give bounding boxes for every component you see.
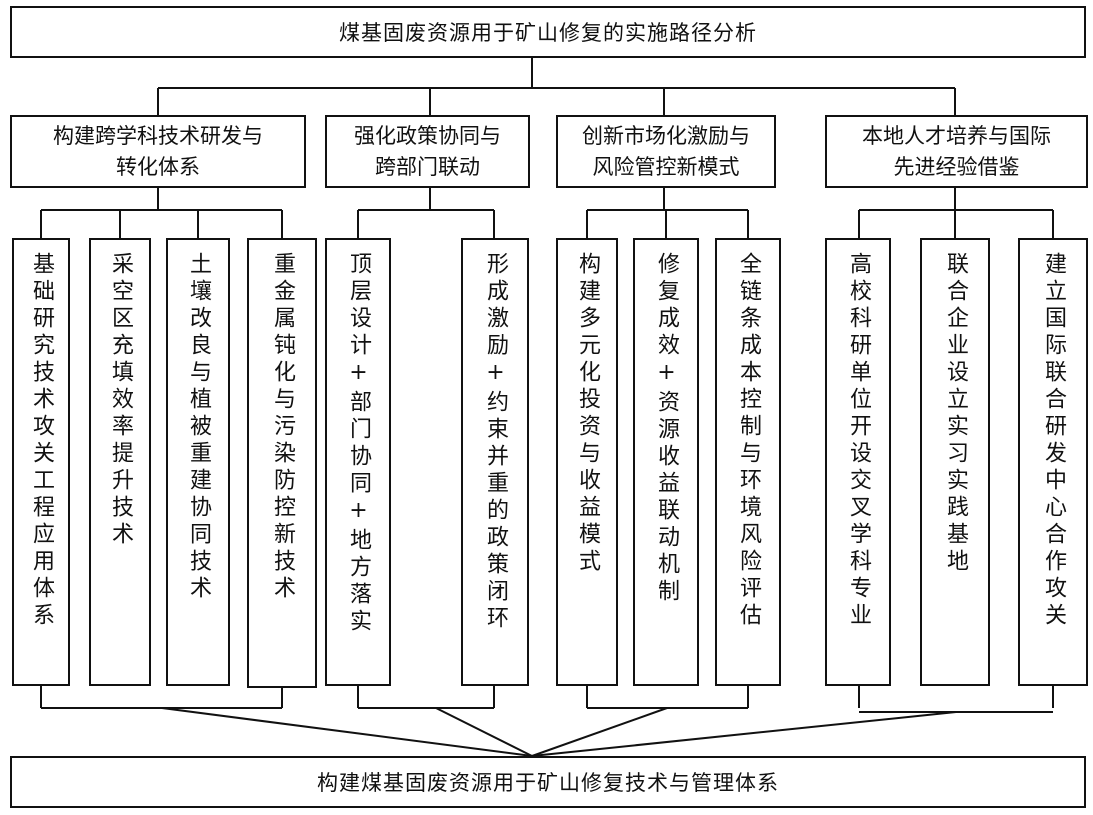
leaf-1-1: 基础研究技术攻关工程应用体系 bbox=[12, 238, 70, 686]
bottom-text: 构建煤基固废资源用于矿山修复技术与管理体系 bbox=[317, 771, 779, 795]
leaf-4-1: 高校科研单位开设交叉学科专业 bbox=[825, 238, 891, 686]
leaf-2-2: 形成激励+约束并重的政策闭环 bbox=[461, 238, 529, 686]
leaf-4-1-text: 高校科研单位开设交叉学科专业 bbox=[846, 252, 871, 630]
leaf-4-2: 联合企业设立实习实践基地 bbox=[920, 238, 990, 686]
leaf-3-1: 构建多元化投资与收益模式 bbox=[556, 238, 618, 686]
category-1-line1: 构建跨学科技术研发与 bbox=[53, 123, 263, 148]
category-2-line2: 跨部门联动 bbox=[375, 154, 480, 179]
category-box-4: 本地人才培养与国际 先进经验借鉴 bbox=[825, 115, 1088, 188]
leaf-3-1-text: 构建多元化投资与收益模式 bbox=[575, 252, 600, 576]
leaf-3-2: 修复成效+资源收益联动机制 bbox=[633, 238, 699, 686]
leaf-4-3: 建立国际联合研发中心合作攻关 bbox=[1018, 238, 1088, 686]
category-3-line2: 风险管控新模式 bbox=[592, 154, 740, 179]
category-2-line1: 强化政策协同与 bbox=[354, 123, 501, 148]
leaf-2-2-text: 形成激励+约束并重的政策闭环 bbox=[483, 252, 508, 633]
leaf-4-2-text: 联合企业设立实习实践基地 bbox=[943, 252, 968, 576]
category-4-line1: 本地人才培养与国际 bbox=[862, 123, 1051, 148]
leaf-2-1: 顶层设计+部门协同+地方落实 bbox=[325, 238, 391, 686]
leaf-1-3-text: 土壤改良与植被重建协同技术 bbox=[186, 252, 211, 603]
leaf-4-3-text: 建立国际联合研发中心合作攻关 bbox=[1041, 252, 1066, 630]
category-3-line1: 创新市场化激励与 bbox=[582, 123, 750, 148]
leaf-1-3: 土壤改良与植被重建协同技术 bbox=[166, 238, 230, 686]
category-1-line2: 转化体系 bbox=[116, 154, 200, 179]
title-text: 煤基固废资源用于矿山修复的实施路径分析 bbox=[339, 21, 757, 45]
category-box-2: 强化政策协同与 跨部门联动 bbox=[325, 115, 530, 188]
title-box: 煤基固废资源用于矿山修复的实施路径分析 bbox=[10, 6, 1086, 58]
leaf-1-1-text: 基础研究技术攻关工程应用体系 bbox=[29, 252, 54, 630]
bottom-box: 构建煤基固废资源用于矿山修复技术与管理体系 bbox=[10, 756, 1086, 808]
leaf-1-4: 重金属钝化与污染防控新技术 bbox=[247, 238, 317, 688]
leaf-3-2-text: 修复成效+资源收益联动机制 bbox=[654, 252, 679, 606]
category-box-3: 创新市场化激励与 风险管控新模式 bbox=[556, 115, 776, 188]
category-4-line2: 先进经验借鉴 bbox=[893, 154, 1020, 179]
leaf-1-2: 采空区充填效率提升技术 bbox=[89, 238, 151, 686]
leaf-3-3-text: 全链条成本控制与环境风险评估 bbox=[736, 252, 761, 630]
leaf-3-3: 全链条成本控制与环境风险评估 bbox=[715, 238, 781, 686]
leaf-2-1-text: 顶层设计+部门协同+地方落实 bbox=[346, 252, 371, 636]
leaf-1-4-text: 重金属钝化与污染防控新技术 bbox=[270, 252, 295, 603]
category-box-1: 构建跨学科技术研发与 转化体系 bbox=[10, 115, 306, 188]
leaf-1-2-text: 采空区充填效率提升技术 bbox=[108, 252, 133, 549]
